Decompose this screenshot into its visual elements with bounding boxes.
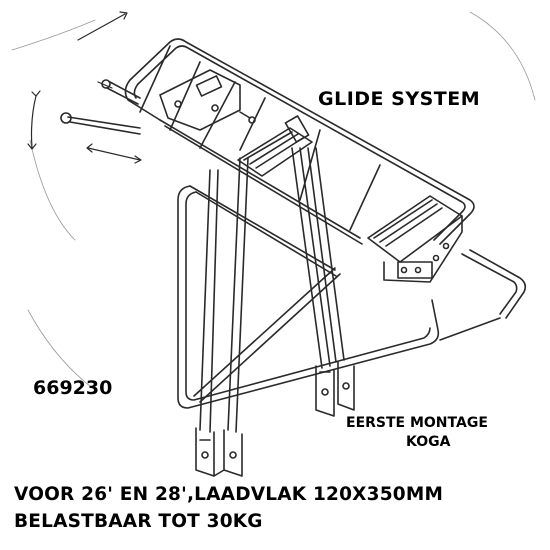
slide-arrow (86, 143, 142, 164)
swing-arrow-top (77, 11, 128, 41)
rack-top-deck (124, 38, 475, 245)
front-bracket (159, 69, 256, 131)
spec-line-2: BELASTBAAR TOT 30KG (14, 511, 263, 532)
motion-arcs (11, 11, 536, 391)
middle-clamp (237, 115, 313, 177)
rear-glide-clamp (367, 195, 463, 283)
dropout-mount-left (195, 427, 243, 477)
mount-note-line-1: EERSTE MONTAGE (346, 415, 488, 431)
dropout-mount-right (315, 361, 355, 417)
mount-note-line-2: KOGA (406, 434, 451, 450)
support-leg-left (199, 157, 249, 433)
swing-arrow-left (27, 90, 41, 150)
spec-line-1: VOOR 26' EN 28',LAADVLAK 120X350MM (14, 484, 444, 505)
adjustable-strut-upper (60, 112, 141, 135)
article-number: 669230 (33, 377, 113, 399)
support-leg-right (291, 147, 345, 369)
glide-system-title: GLIDE SYSTEM (318, 88, 481, 110)
